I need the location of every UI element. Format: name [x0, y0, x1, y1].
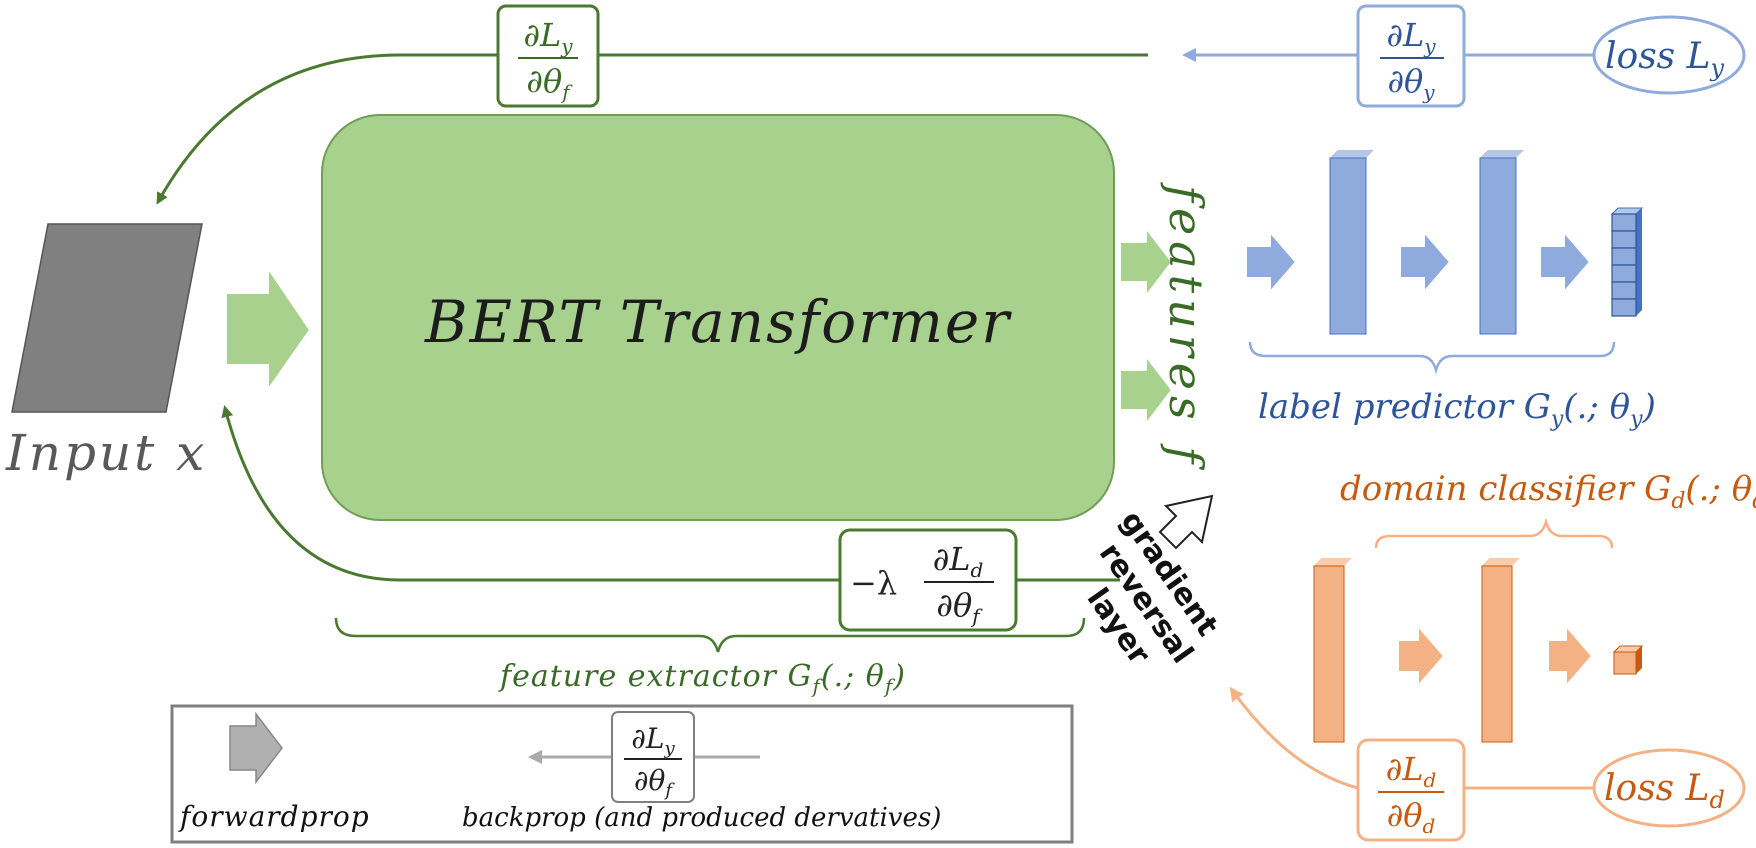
legend-backward-label: backprop (and produced dervatives) — [462, 803, 941, 833]
features-label: features f — [1159, 182, 1213, 470]
lp-layer-1 — [1329, 150, 1374, 335]
bert-box[interactable] — [321, 114, 1115, 521]
lp-layer-2 — [1479, 150, 1524, 335]
deriv-ld-thd-den: ∂θd — [1387, 796, 1436, 838]
fe-label-args: (.; θ — [821, 659, 885, 694]
dc-label-args-sub: d — [1752, 489, 1756, 514]
lp-label-prefix: label predictor — [1258, 387, 1524, 427]
forward-arrow-features-top — [1119, 225, 1174, 299]
dc-label-sub: d — [1671, 489, 1685, 514]
backprop-arrow-top — [156, 53, 498, 205]
parallelogram-input-icon — [11, 223, 203, 413]
deriv-ly-thy-num: ∂Ly — [1386, 16, 1436, 58]
deriv-ld-thd-num: ∂Ld — [1386, 750, 1437, 792]
fe-label-args-sub: f — [883, 674, 896, 698]
legend-forward-label: forwardprop — [178, 800, 370, 833]
dc-layer-1 — [1313, 558, 1352, 743]
fe-label-sub: f — [810, 674, 823, 698]
backprop-arrow-ld — [1229, 686, 1359, 790]
fe-label: feature extractor Gf(.; θf) — [498, 659, 906, 698]
deriv-ld-thd-box — [1356, 738, 1466, 842]
forward-arrow-lp-1 — [1245, 229, 1298, 295]
deriv-ld-thf-den: ∂θf — [936, 586, 983, 628]
lp-output-stack — [1610, 207, 1644, 317]
deriv-ly-thy-den: ∂θy — [1387, 62, 1435, 104]
fe-label-symbol: G — [788, 659, 813, 694]
deriv-ly-thf-den: ∂θf — [526, 62, 573, 104]
loss-y-label: loss Ly — [1605, 36, 1725, 82]
lp-label-symbol: G — [1524, 387, 1551, 427]
fe-brace — [334, 617, 1086, 653]
forward-arrow-dc-2 — [1547, 623, 1594, 689]
dc-output — [1612, 645, 1644, 675]
lp-label-args-sub: y — [1629, 407, 1643, 432]
forward-arrow-dc-1 — [1397, 623, 1446, 689]
forward-arrow-lp-2 — [1399, 229, 1452, 295]
lp-label-args: (.; θ — [1563, 387, 1630, 427]
forward-arrow-lp-3 — [1539, 229, 1592, 295]
lp-label-args-close: ) — [1642, 387, 1656, 427]
dc-label-symbol: G — [1644, 469, 1671, 509]
loss-d-label: loss Ld — [1604, 768, 1725, 814]
fe-label-args-close: ) — [892, 659, 906, 694]
backprop-arrow-bottom — [221, 405, 840, 582]
forward-arrow-input — [225, 264, 312, 394]
legend-deriv-box — [611, 711, 695, 803]
legend-forward-arrow-icon — [229, 711, 283, 785]
forward-arrow-features-bottom — [1119, 353, 1174, 427]
deriv-ld-thf-num: ∂Ld — [933, 540, 984, 582]
lp-label: label predictor Gy(.; θy) — [1258, 387, 1656, 432]
deriv-ld-thf-box — [838, 528, 1018, 632]
dc-label-prefix: domain classifier — [1340, 469, 1644, 509]
deriv-ld-thf-prefix: −λ — [850, 564, 897, 602]
lp-brace — [1248, 341, 1616, 375]
lp-label-sub: y — [1550, 407, 1564, 432]
input-label: Input x — [5, 424, 207, 482]
deriv-ly-thy-box — [1356, 4, 1466, 108]
dc-layer-2 — [1481, 558, 1520, 743]
grl-arrow-icon — [1158, 494, 1214, 550]
deriv-ly-thf-box — [496, 4, 600, 108]
dc-brace — [1374, 517, 1614, 549]
legend-deriv-num: ∂Ly — [631, 722, 675, 759]
deriv-ly-thf-num: ∂Ly — [523, 16, 573, 58]
dc-label-args: (.; θ — [1685, 469, 1752, 509]
bert-label: BERT Transformer — [424, 288, 1012, 356]
fe-label-prefix: feature extractor — [498, 659, 788, 694]
dc-label: domain classifier Gd(.; θd) — [1340, 469, 1756, 514]
